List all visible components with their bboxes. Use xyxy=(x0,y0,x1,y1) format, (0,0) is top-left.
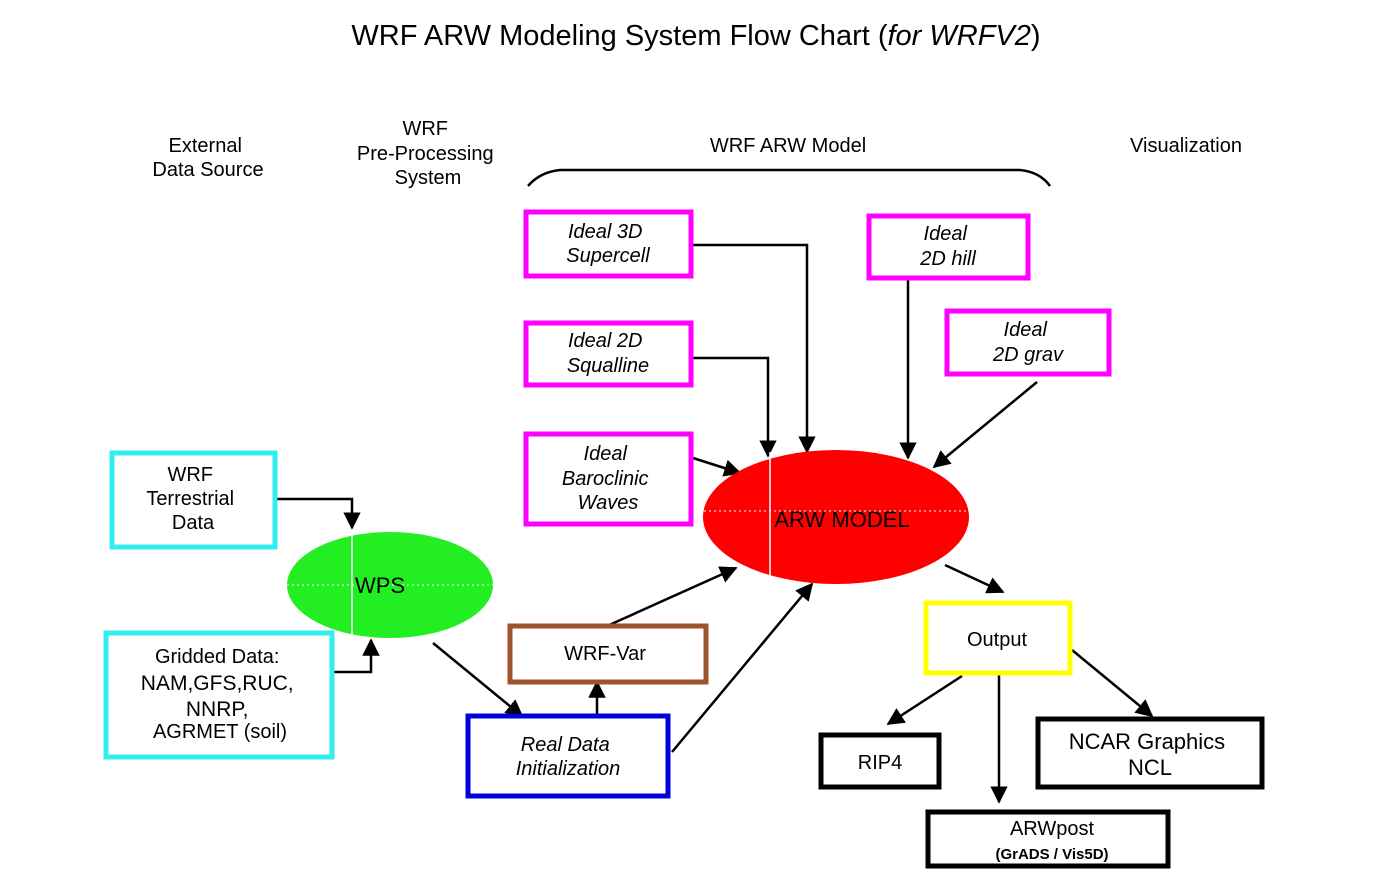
edge-baroclinic-arw xyxy=(692,456,742,477)
edge-squall-arw xyxy=(693,356,777,458)
label-arwpost: ARWpost xyxy=(1010,818,1095,840)
edge-gridded-wps xyxy=(334,638,380,674)
edge-wps-realdata xyxy=(432,642,524,718)
box-wrf-var xyxy=(507,623,709,685)
box-gridded-data xyxy=(103,630,335,760)
label-ideal-2d-squalline: Ideal 2D Squalline xyxy=(567,330,649,377)
box-output xyxy=(923,600,1073,676)
header-wrf-arw-model: WRF ARW Model xyxy=(710,135,866,157)
edge-output-rip4 xyxy=(886,674,963,726)
label-ideal-3d-supercell: Ideal 3D Supercell xyxy=(566,221,650,267)
label-ideal-2d-grav: Ideal 2D grav xyxy=(992,319,1064,366)
label-gridded-data: Gridded Data: NAM,GFS,RUC, NNRP, AGRMET … xyxy=(141,646,299,743)
label-ideal-2d-hill: Ideal 2D hill xyxy=(919,223,976,270)
box-rip4 xyxy=(818,732,942,790)
node-wps xyxy=(287,532,493,638)
connectors xyxy=(276,243,1154,804)
box-real-data-initialization xyxy=(465,713,671,799)
box-ncar-graphics xyxy=(1035,716,1265,790)
edge-arw-output xyxy=(944,563,1005,594)
label-rip4: RIP4 xyxy=(858,752,902,774)
model-bracket xyxy=(527,168,1052,187)
label-output: Output xyxy=(967,629,1027,651)
box-ideal-2d-squalline xyxy=(523,320,694,388)
box-arwpost xyxy=(925,809,1171,869)
label-ncar-graphics: NCAR Graphics NCL xyxy=(1069,729,1232,780)
box-ideal-2d-grav xyxy=(944,308,1112,377)
box-ideal-3d-supercell xyxy=(523,209,694,279)
box-ideal-baroclinic-waves xyxy=(523,431,694,527)
box-ideal-2d-hill xyxy=(866,213,1031,281)
header-visualization: Visualization xyxy=(1130,135,1242,157)
box-wrf-terrestrial-data xyxy=(109,450,278,550)
edge-realdata-arw xyxy=(671,582,814,753)
page-title: WRF ARW Modeling System Flow Chart (for … xyxy=(351,20,1040,52)
header-external-data-source: External Data Source xyxy=(152,135,263,181)
label-wrf-var: WRF-Var xyxy=(564,643,646,665)
label-arw-model: ARW MODEL xyxy=(774,507,909,532)
label-wrf-terrestrial-data: WRF Terrestrial Data xyxy=(146,464,239,534)
header-pre-processing: WRF Pre-Processing System xyxy=(357,118,499,189)
edge-output-ncar xyxy=(1071,649,1154,718)
label-wps: WPS xyxy=(355,573,405,598)
label-real-data-initialization: Real Data Initialization xyxy=(516,734,621,780)
label-arwpost-sub: (GrADS / Vis5D) xyxy=(995,846,1108,863)
edge-supercell-arw xyxy=(693,243,816,454)
label-ideal-baroclinic-waves: Ideal Baroclinic Waves xyxy=(562,443,654,514)
edge-terrestrial-wps xyxy=(276,497,361,530)
edge-wrfvar-arw xyxy=(606,566,738,628)
edge-grav-arw xyxy=(932,381,1038,469)
